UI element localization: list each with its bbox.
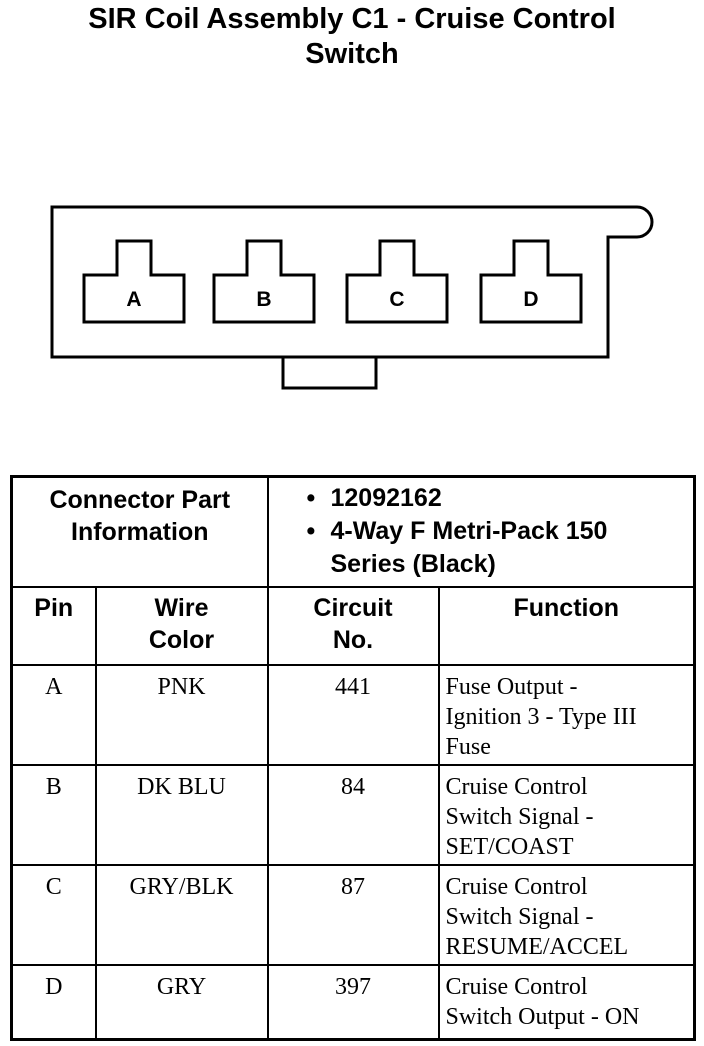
connector-part-details: 12092162 4-Way F Metri-Pack 150 Series (… (266, 475, 696, 588)
part-description: 4-Way F Metri-Pack 150 (307, 515, 694, 548)
part-description-cont: Series (Black) (330, 550, 496, 578)
wire-color-cell: PNK (94, 664, 269, 766)
circuit-cell: 397 (266, 964, 440, 1041)
part-number: 12092162 (307, 482, 694, 515)
connector-lock-tab (281, 357, 378, 390)
column-header-function: Function (437, 586, 696, 666)
pin-label-c: C (389, 288, 404, 311)
circuit-cell: 441 (266, 664, 440, 766)
connector-info-table: Connector Part Information 12092162 4-Wa… (10, 475, 696, 1041)
pin-label-b: B (256, 288, 271, 311)
part-info-row: Connector Part Information 12092162 4-Wa… (10, 475, 696, 588)
pin-cell: D (10, 964, 97, 1041)
wire-color-cell: GRY/BLK (94, 864, 269, 966)
pin-cell: A (10, 664, 97, 766)
pin-cavity-a: A (82, 239, 186, 324)
connector-part-label: Connector Part Information (10, 475, 269, 588)
circuit-cell: 87 (266, 864, 440, 966)
page-title: SIR Coil Assembly C1 - Cruise Control Sw… (0, 2, 704, 72)
title-line-2: Switch (305, 38, 399, 70)
connector-face-diagram: A B C D (50, 205, 654, 390)
pin-cavity-b: B (212, 239, 316, 324)
pin-label-d: D (523, 288, 538, 311)
column-header-pin: Pin (10, 586, 97, 666)
connector-housing (50, 205, 654, 359)
pin-cavity-d: D (479, 239, 583, 324)
pin-cavity-c: C (345, 239, 449, 324)
table-row: A PNK 441 Fuse Output -Ignition 3 - Type… (10, 664, 696, 766)
circuit-cell: 84 (266, 764, 440, 866)
wire-color-cell: DK BLU (94, 764, 269, 866)
title-line-1: SIR Coil Assembly C1 - Cruise Control (88, 3, 616, 35)
pin-cell: B (10, 764, 97, 866)
wire-color-cell: GRY (94, 964, 269, 1041)
pin-label-a: A (126, 288, 141, 311)
pin-cell: C (10, 864, 97, 966)
